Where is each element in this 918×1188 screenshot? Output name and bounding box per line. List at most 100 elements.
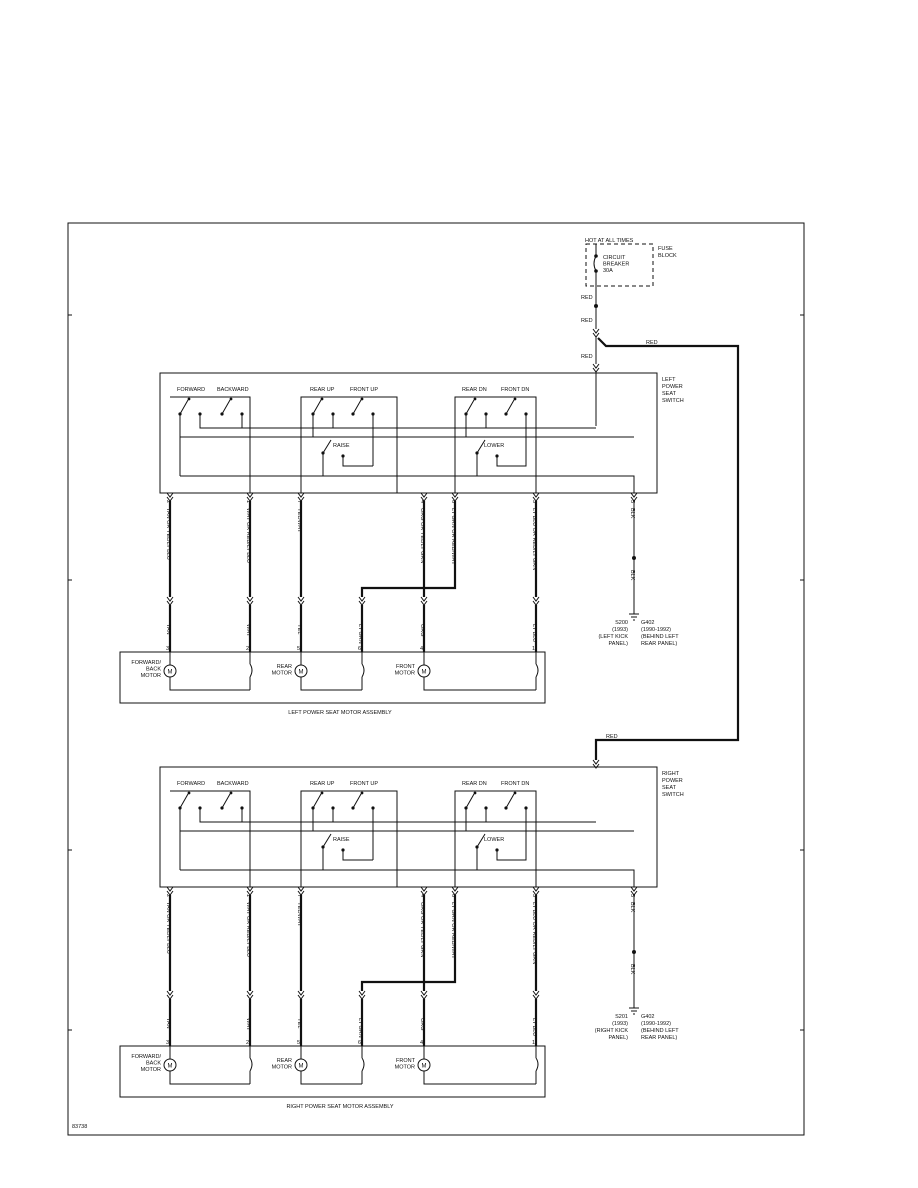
switch-pin-number: 6: [450, 500, 456, 503]
motor-wire-label: YEL: [296, 1018, 302, 1028]
wire-color-label: TAN OR YEL/LT BLU: [165, 902, 171, 954]
motor-pin-number: 1: [532, 646, 535, 652]
motor-pin-number: 5: [297, 646, 300, 652]
feed-wire-label-3: RED: [581, 354, 593, 360]
motor-pin-number: 6: [358, 1040, 361, 1046]
connector: [358, 596, 366, 606]
motor-symbol: M: [168, 670, 173, 676]
switch-name-label: BACKWARD: [217, 781, 249, 787]
connector: [420, 596, 428, 606]
motor-assembly-label: LEFT POWER SEAT MOTOR ASSEMBLY: [288, 710, 392, 716]
motor-pin-number: 3: [166, 1040, 169, 1046]
motor-pin-number: 5: [297, 1040, 300, 1046]
motor-wire-label: LT GRN: [357, 1018, 363, 1038]
wire-color-label: ORG OR YEL/LT GRN: [419, 508, 425, 563]
motor-wire-label: TAN: [165, 1018, 171, 1029]
wire-color-label: YEL/WHT: [296, 508, 302, 533]
limit-switch-icon: [361, 663, 365, 678]
connector: [166, 596, 174, 606]
motor-wire-label: TAN: [165, 624, 171, 635]
seat-switch-outline: [159, 766, 658, 888]
motor-wire-label: ORG: [419, 1018, 425, 1031]
motor-symbol: M: [299, 1064, 304, 1070]
switch-pin-number: 1: [245, 500, 251, 503]
switch-pin-number: 5: [629, 500, 635, 503]
raise-label: RAISE: [333, 837, 350, 843]
feed-wire-label-5: RED: [606, 734, 618, 740]
switch-pin-number: 4: [419, 500, 425, 503]
motor-pin-number: 1: [532, 1040, 535, 1046]
connector: [420, 990, 428, 1000]
ground-wire-label: BLK: [629, 570, 635, 581]
switch-pin-number: 2: [165, 500, 171, 503]
motor-wire-label: YEL: [296, 624, 302, 634]
switch-name-label: FRONT UP: [350, 387, 378, 393]
motor-symbol: M: [422, 1064, 427, 1070]
ground-wire-label: BLK: [629, 964, 635, 975]
motor-pin-number: 4: [420, 1040, 423, 1046]
motor-pin-number: 2: [246, 1040, 249, 1046]
motor-symbol: M: [299, 670, 304, 676]
motor-pin-number: 2: [246, 646, 249, 652]
motor-wire-label: WHT: [245, 1018, 251, 1031]
switch-name-label: FRONT DN: [501, 387, 529, 393]
limit-switch-icon: [361, 1057, 365, 1072]
switch-name-label: FORWARD: [177, 387, 205, 393]
switch-name-label: FRONT UP: [350, 781, 378, 787]
wire-color-label: ORG OR YEL/LT GRN: [419, 902, 425, 957]
motor-symbol: M: [422, 670, 427, 676]
motor-pin-number: 3: [166, 646, 169, 652]
switch-name-label: FRONT DN: [501, 781, 529, 787]
motor-wire-label: LT GRN: [357, 624, 363, 644]
wire-color-label: TAN OR YEL/LT BLU: [165, 508, 171, 560]
connector: [532, 990, 540, 1000]
figure-id: 83738: [72, 1124, 87, 1130]
connector: [246, 990, 254, 1000]
switch-pin-number: 5: [629, 894, 635, 897]
motor-symbol: M: [168, 1064, 173, 1070]
motor-assembly-label: RIGHT POWER SEAT MOTOR ASSEMBLY: [286, 1104, 393, 1110]
wire-color-label: LT BLU OR RED/LT GRN: [531, 902, 537, 964]
wire-color-label: LT GRN OR RED/WHT: [450, 508, 456, 565]
switch-name-label: BACKWARD: [217, 387, 249, 393]
switch-name-label: REAR DN: [462, 387, 487, 393]
feed-wire-label-1: RED: [581, 295, 593, 301]
motor-wire-label: LT BLU: [531, 1018, 537, 1036]
lower-label: LOWER: [484, 837, 504, 843]
frame-edge-ticks: [68, 314, 804, 1031]
splice-point: [632, 556, 636, 560]
wire-color-label: YEL/WHT: [296, 902, 302, 927]
connector: [297, 596, 305, 606]
switch-pin-number: 2: [165, 894, 171, 897]
fuse-block-outline: [585, 243, 654, 287]
feed-wire-label-2: RED: [581, 318, 593, 324]
switch-pin-number: 6: [450, 894, 456, 897]
limit-switch-icon: [535, 663, 539, 678]
motor-pin-number: 4: [420, 646, 423, 652]
diagram-frame: [67, 222, 805, 1136]
splice-point: [632, 950, 636, 954]
raise-label: RAISE: [333, 443, 350, 449]
limit-switch-icon: [249, 1057, 253, 1072]
connector: [358, 990, 366, 1000]
feed-wire-label-4: RED: [646, 340, 658, 346]
switch-pin-number: 7: [296, 894, 302, 897]
motor-wire-label: WHT: [245, 624, 251, 637]
switch-pin-number: 4: [419, 894, 425, 897]
wire-color-label: BLK: [629, 902, 635, 913]
switch-pin-number: 3: [531, 894, 537, 897]
